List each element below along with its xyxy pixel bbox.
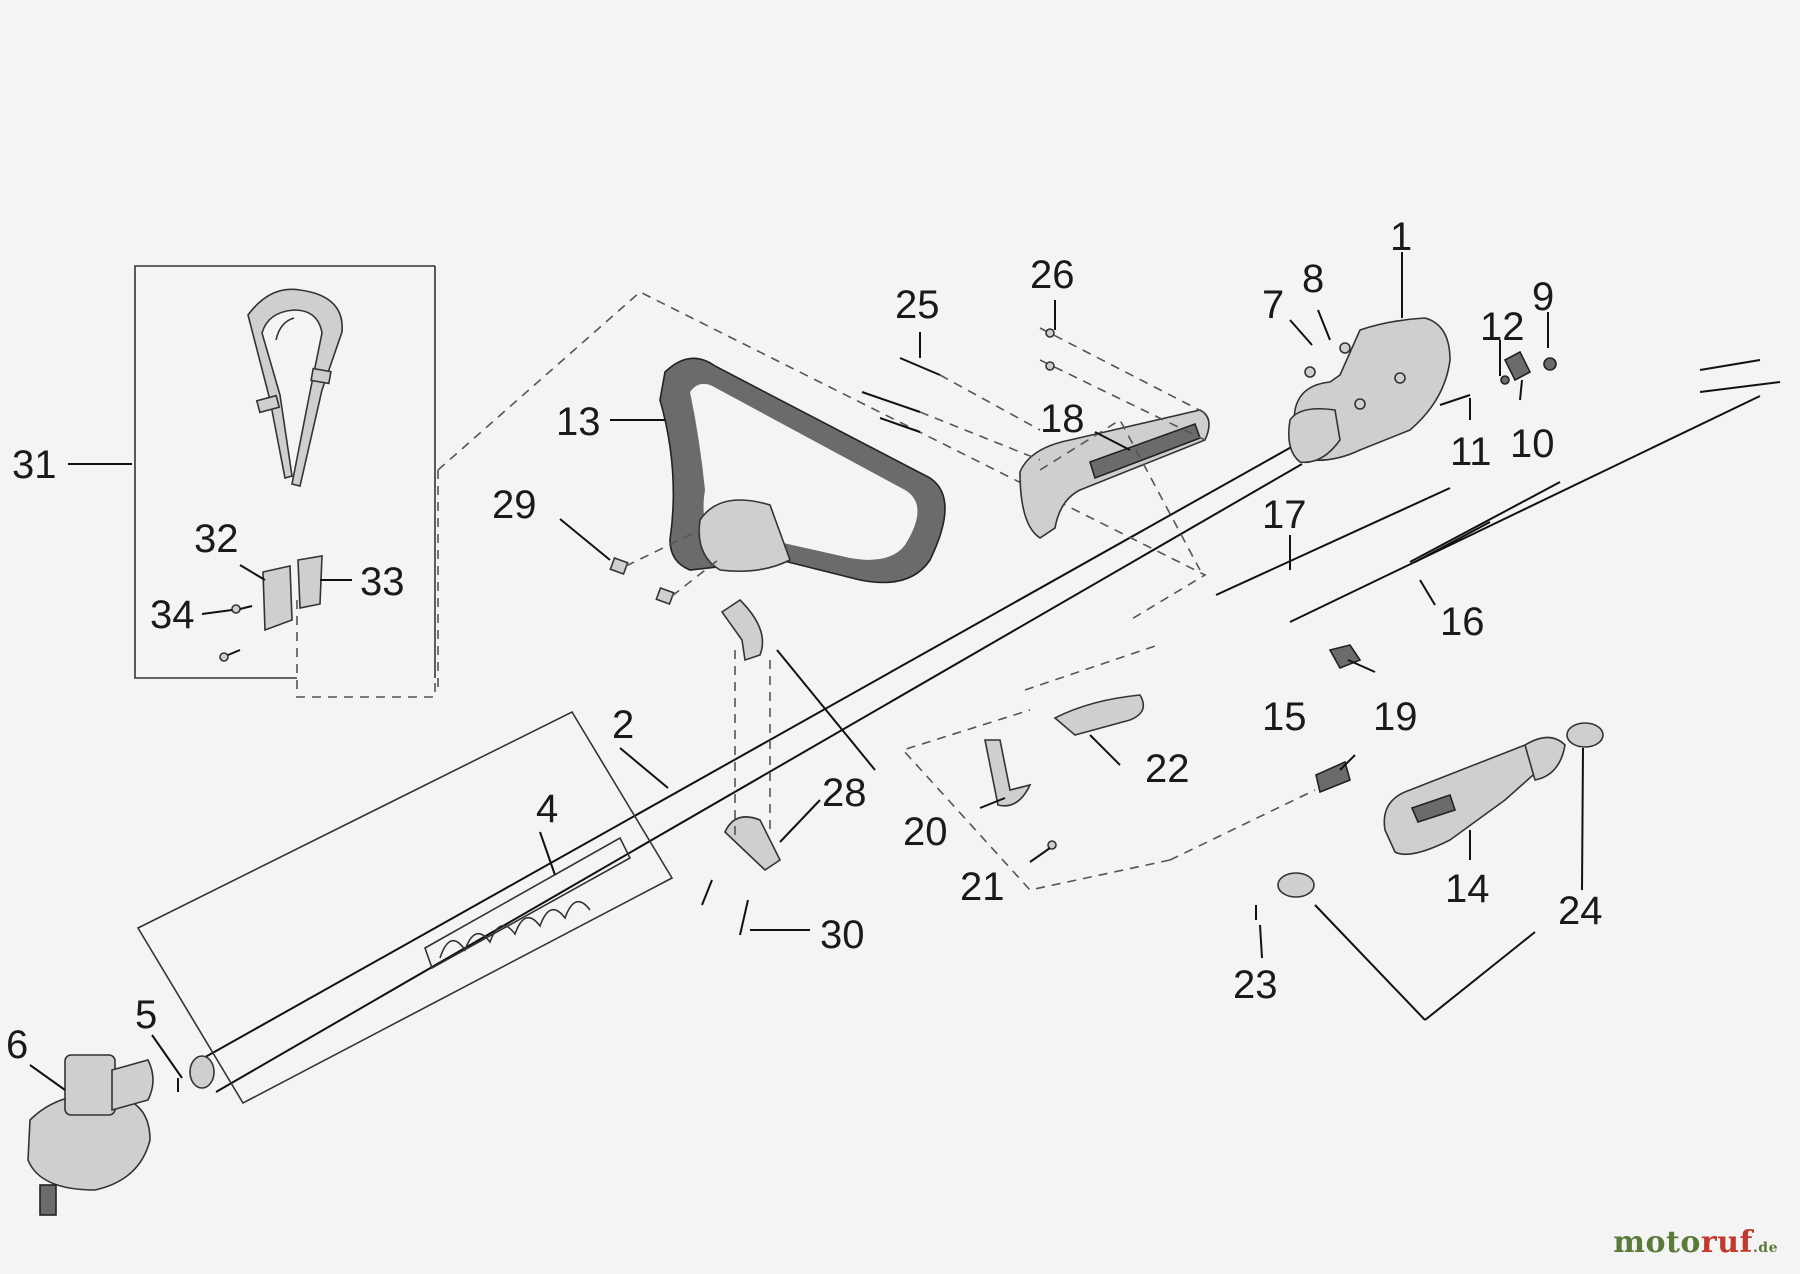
callout-22: 22 <box>1145 747 1190 791</box>
clamp-28 <box>701 598 782 936</box>
strap-bracket <box>297 555 323 609</box>
nut-29 <box>609 529 719 606</box>
callout-10: 10 <box>1510 422 1555 466</box>
callout-15: 15 <box>1262 695 1307 739</box>
callout-19: 19 <box>1373 695 1418 739</box>
callout-9: 9 <box>1532 275 1554 319</box>
callout-34: 34 <box>150 593 195 637</box>
callout-18: 18 <box>1040 397 1085 441</box>
gear-head <box>27 1054 179 1216</box>
loop-handle <box>437 291 1207 690</box>
leader-lines <box>29 252 1584 1091</box>
callout-33: 33 <box>360 560 405 604</box>
throttle-handle <box>861 327 1210 571</box>
throttle-cables <box>1215 359 1781 623</box>
callout-5: 5 <box>135 993 157 1037</box>
callout-12: 12 <box>1480 305 1525 349</box>
rear-grip <box>901 709 1566 891</box>
callout-30: 30 <box>820 913 865 957</box>
callout-1: 1 <box>1390 215 1412 259</box>
callout-7: 7 <box>1262 283 1284 327</box>
callout-16: 16 <box>1440 600 1485 644</box>
callout-8: 8 <box>1302 257 1324 301</box>
brand-part-3: .de <box>1752 1240 1778 1256</box>
callout-17: 17 <box>1262 493 1307 537</box>
callout-14: 14 <box>1445 867 1490 911</box>
callout-28: 28 <box>822 771 867 815</box>
callout-13: 13 <box>556 400 601 444</box>
parts-9-12 <box>1439 350 1557 406</box>
callout-26: 26 <box>1030 253 1075 297</box>
callout-20: 20 <box>903 810 948 854</box>
callout-31: 31 <box>12 443 57 487</box>
strap-clip <box>262 565 293 632</box>
rings-23-24 <box>1255 722 1604 920</box>
callout-2: 2 <box>612 703 634 747</box>
shoulder-strap <box>247 288 343 487</box>
callout-6: 6 <box>6 1023 28 1067</box>
callout-labels: 1 2 4 5 6 7 8 9 10 11 12 13 14 15 16 17 … <box>6 215 1603 1067</box>
callout-24: 24 <box>1558 889 1603 933</box>
callout-21: 21 <box>960 865 1005 909</box>
drive-shaft <box>136 444 1303 1105</box>
callout-25: 25 <box>895 283 940 327</box>
brand-part-2: ruf <box>1700 1225 1753 1260</box>
engine-housing <box>1287 317 1451 464</box>
brand-part-1: moto <box>1613 1225 1701 1260</box>
callout-32: 32 <box>194 517 239 561</box>
callout-29: 29 <box>492 483 537 527</box>
callout-4: 4 <box>536 787 558 831</box>
strap-assembly-box <box>134 265 436 698</box>
brand-watermark: motoruf.de <box>1613 1225 1778 1260</box>
callout-23: 23 <box>1233 963 1278 1007</box>
callout-11: 11 <box>1450 430 1492 474</box>
